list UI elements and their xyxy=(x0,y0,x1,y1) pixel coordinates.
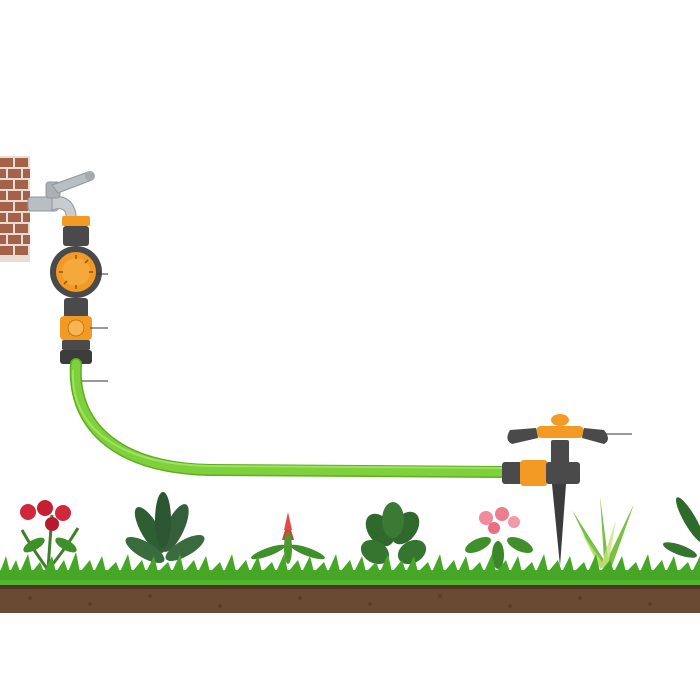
grass-strip-icon xyxy=(0,552,700,586)
flower-plant-icon xyxy=(360,502,427,565)
flower-plant-icon xyxy=(662,497,700,558)
plants xyxy=(20,492,700,571)
flower-plant-icon xyxy=(251,512,325,564)
flower-plant-icon xyxy=(465,507,533,569)
brick-wall-icon xyxy=(0,156,30,262)
soil-strip-icon xyxy=(0,585,700,613)
rotary-sprinkler-icon xyxy=(502,414,608,566)
garden-hose-icon xyxy=(69,358,508,478)
hose-timer-icon xyxy=(50,216,102,318)
flower-plant-icon xyxy=(572,496,634,568)
flower-plant-icon xyxy=(125,492,205,563)
leader-lines xyxy=(80,273,632,435)
quick-connector-icon xyxy=(60,316,92,364)
